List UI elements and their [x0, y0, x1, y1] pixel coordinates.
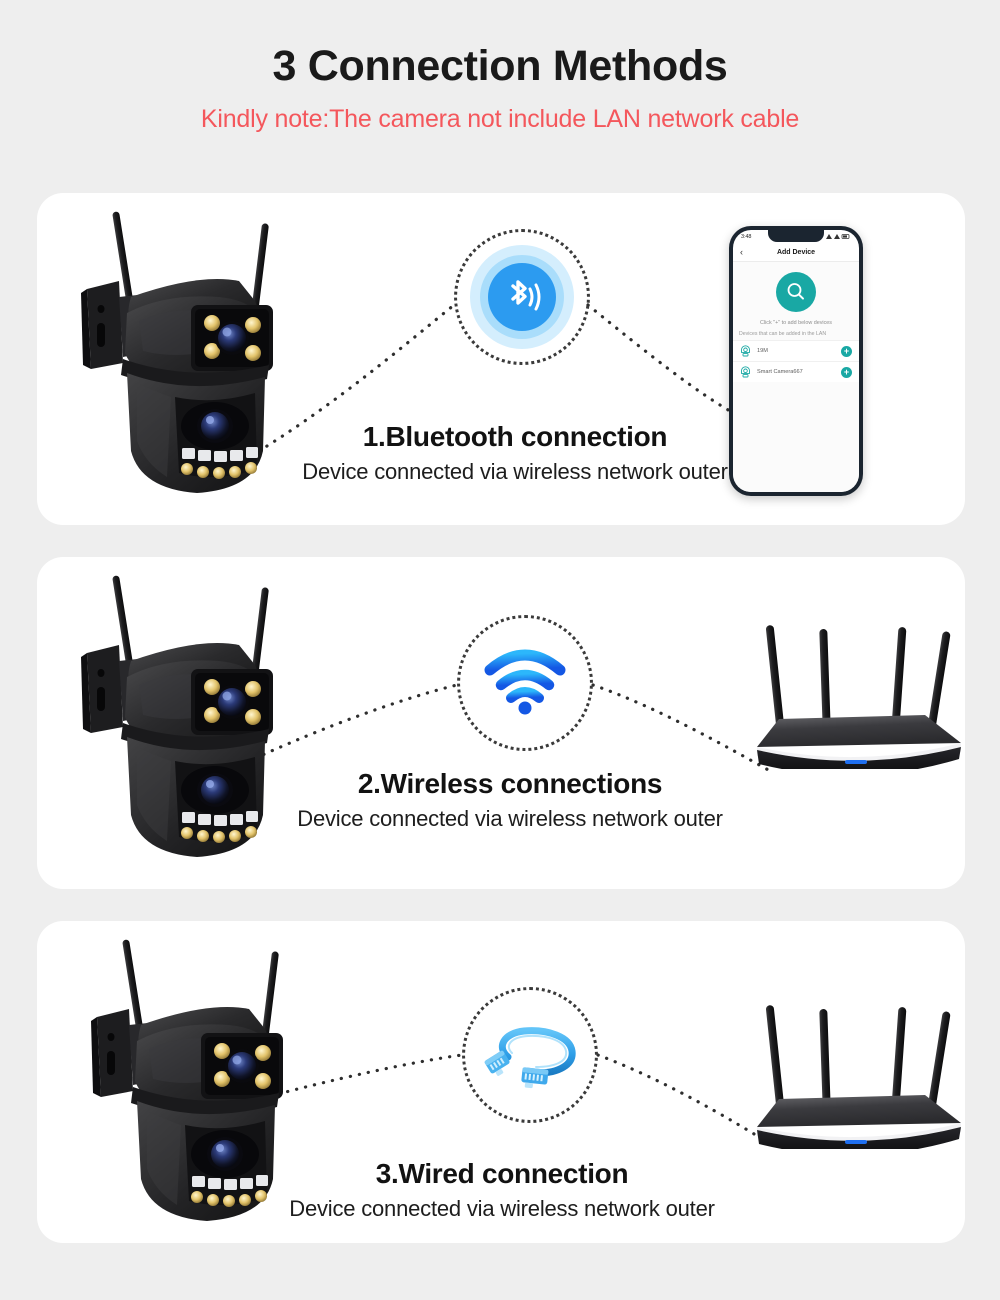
method-caption-3: 3.Wired connection Device connected via …: [222, 1158, 782, 1222]
wifi-router: [749, 619, 969, 776]
method-subtitle-3: Device connected via wireless network ou…: [289, 1196, 715, 1221]
method-caption-1: 1.Bluetooth connection Device connected …: [235, 421, 795, 485]
status-icons: [825, 233, 851, 242]
device-name: 19M: [757, 348, 768, 354]
wifi-router: [749, 999, 969, 1156]
ptz-security-camera: [79, 201, 329, 511]
phone-screen-title: Add Device: [776, 249, 816, 256]
page-title: 3 Connection Methods: [272, 42, 728, 90]
method-title-2: 2.Wireless connections: [357, 768, 663, 799]
page-header: 3 Connection Methods Kindly note:The cam…: [0, 0, 1000, 134]
device-list-item[interactable]: Smart Camera667 +: [733, 361, 859, 382]
method-caption-2: 2.Wireless connections Device connected …: [230, 768, 790, 832]
add-device-hint: Click "+" to add below devices: [760, 320, 832, 326]
camera-device-icon: [741, 345, 750, 357]
add-device-button[interactable]: +: [841, 366, 852, 378]
method-title-3: 3.Wired connection: [375, 1158, 629, 1189]
status-time: 3:48: [741, 234, 752, 240]
method-title-1: 1.Bluetooth connection: [362, 421, 668, 452]
device-name: Smart Camera667: [757, 369, 803, 375]
phone-notch: [768, 230, 824, 242]
ethernet-cable-icon: [462, 987, 598, 1123]
method-subtitle-2: Device connected via wireless network ou…: [297, 806, 723, 831]
smartphone-mockup: 3:48 ‹ Add Device: [729, 226, 863, 496]
phone-status-bar: 3:48: [733, 230, 859, 244]
method-subtitle-1: Device connected via wireless network ou…: [302, 459, 728, 484]
dotted-connector-2: [245, 683, 774, 774]
bluetooth-icon: [454, 229, 590, 365]
ptz-security-camera: [89, 929, 339, 1239]
back-chevron-icon[interactable]: ‹: [740, 247, 743, 257]
method-card-wireless: 2.Wireless connections Device connected …: [37, 557, 965, 889]
wifi-icon: [457, 615, 593, 751]
phone-nav-bar: ‹ Add Device: [733, 244, 859, 262]
magnifier-icon[interactable]: [776, 272, 816, 312]
lan-devices-label: Devices that can be added in the LAN: [739, 331, 827, 337]
camera-device-icon: [741, 366, 750, 378]
method-card-wired: 3.Wired connection Device connected via …: [37, 921, 965, 1243]
method-card-bluetooth: 1.Bluetooth connection Device connected …: [37, 193, 965, 525]
dotted-connector-1: [257, 303, 739, 453]
add-device-button[interactable]: +: [841, 345, 852, 357]
page-note: Kindly note:The camera not include LAN n…: [200, 105, 800, 134]
dotted-connector-3: [250, 1053, 774, 1147]
device-list-item[interactable]: 19M +: [733, 340, 859, 361]
ptz-security-camera: [79, 565, 329, 875]
